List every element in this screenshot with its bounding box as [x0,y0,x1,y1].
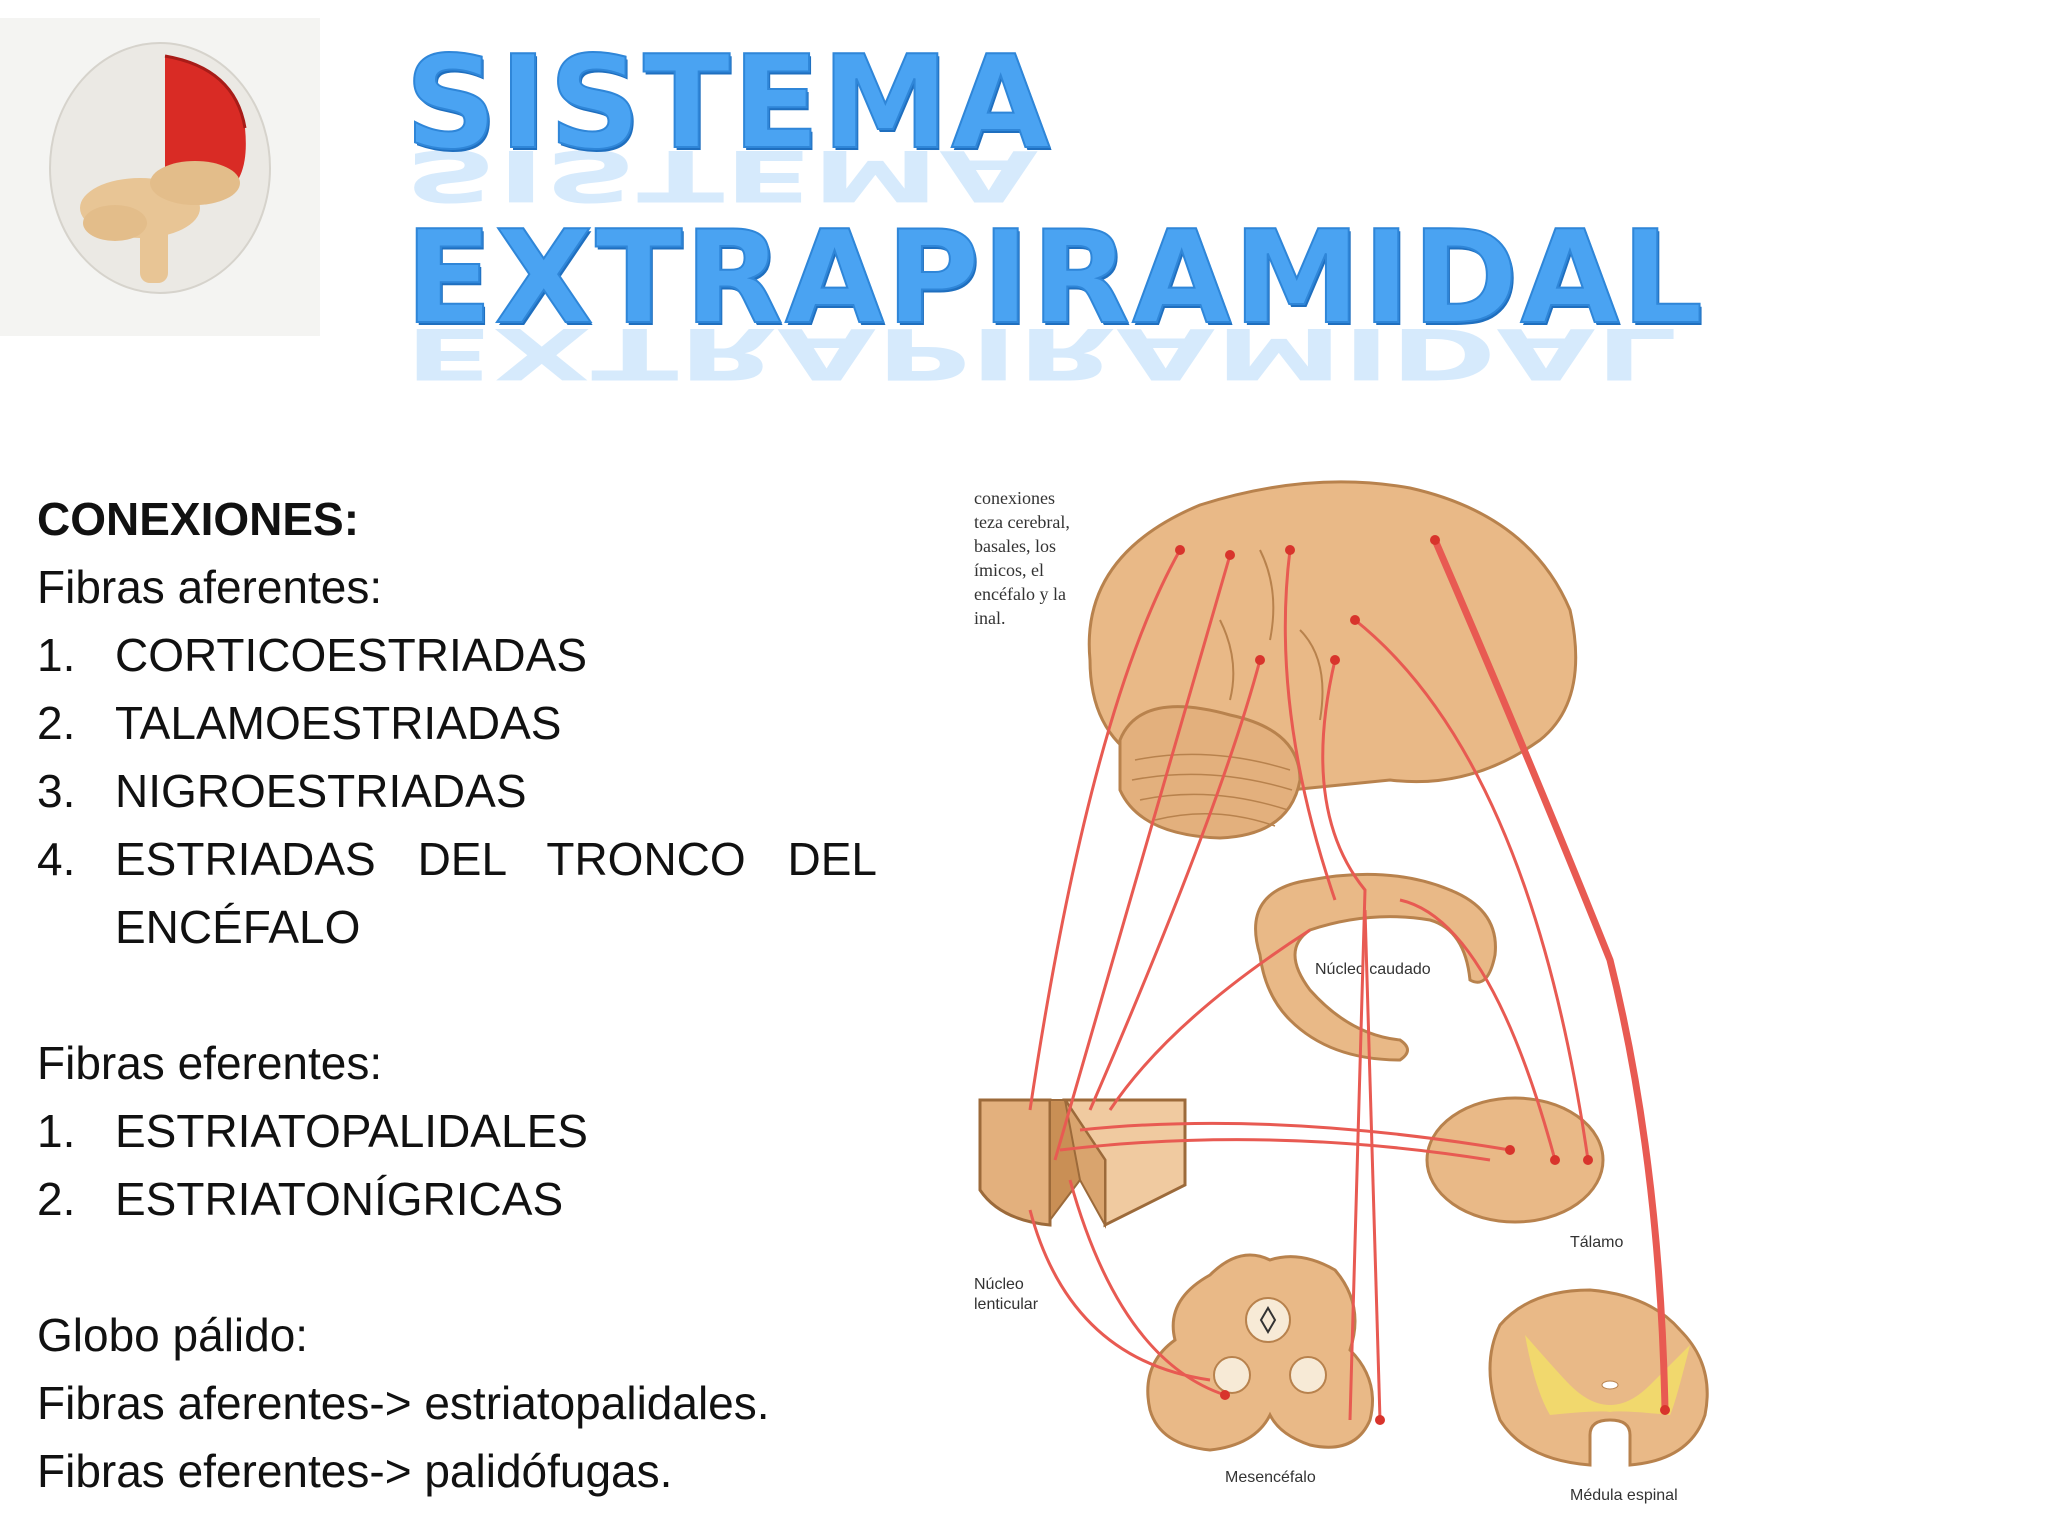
list-text: NIGROESTRIADAS [115,765,527,817]
list-item: 4. ESTRIADAS DEL TRONCO DEL [37,825,877,893]
caudate-label: Núcleo caudado [1315,961,1431,978]
caption-line: teza cerebral, [974,512,1070,532]
list-number: 2. [37,1173,76,1225]
list-number: 3. [37,765,76,817]
list-text: TALAMOESTRIADAS [115,697,562,749]
list-item: 3. NIGROESTRIADAS [37,757,877,825]
list-item: 1. ESTRIATOPALIDALES [37,1097,877,1165]
globus-afferent: Fibras aferentes-> estriatopalidales. [37,1377,770,1429]
caption-line: basales, los [974,536,1056,556]
list-item: 2. ESTRIATONÍGRICAS [37,1165,877,1233]
midbrain [1146,1253,1374,1452]
list-text: ENCÉFALO [115,901,361,953]
fiber-pathways [1028,538,1669,1421]
list-item-continuation: ENCÉFALO [37,893,877,961]
list-number: 4. [37,833,76,885]
list-text: ESTRIATONÍGRICAS [115,1173,564,1225]
caption-line: conexiones [974,488,1055,508]
spinal-cord [1488,1288,1709,1467]
title-line-1: SISTEMA [404,29,1053,178]
brain-illustration [0,18,320,336]
caption-line: ímicos, el [974,560,1044,580]
list-text: CORTICOESTRIADAS [115,629,587,681]
thalamus [1425,1096,1605,1224]
thalamus-label: Tálamo [1570,1234,1623,1251]
efferent-list: 1. ESTRIATOPALIDALES 2. ESTRIATONÍGRICAS [37,1097,877,1233]
lenticular-nucleus [978,1098,1052,1227]
connections-heading: CONEXIONES: [37,493,360,545]
connections-text: CONEXIONES: Fibras aferentes: 1. CORTICOE… [37,485,877,1505]
list-number: 1. [37,629,76,681]
globus-title: Globo pálido: [37,1309,309,1361]
cerebellum [1118,705,1302,840]
efferent-title: Fibras eferentes: [37,1037,383,1089]
list-item: 1. CORTICOESTRIADAS [37,621,877,689]
list-number: 1. [37,1105,76,1157]
list-item: 2. TALAMOESTRIADAS [37,689,877,757]
list-text: ESTRIADAS DEL TRONCO DEL [115,833,877,885]
list-text: ESTRIATOPALIDALES [115,1105,588,1157]
lenticular-label: lenticular [974,1296,1039,1313]
title-line-2: EXTRAPIRAMIDAL [404,204,1705,353]
extrapyramidal-diagram: conexiones teza cerebral, basales, los í… [970,460,1940,1510]
list-number: 2. [37,697,76,749]
afferent-list: 1. CORTICOESTRIADAS 2. TALAMOESTRIADAS 3. N… [37,621,877,961]
caption-line: inal. [974,608,1006,628]
globus-efferent: Fibras eferentes-> palidófugas. [37,1445,673,1497]
spinal-label: Médula espinal [1570,1487,1678,1504]
afferent-title: Fibras aferentes: [37,561,383,613]
title: SISTEMA EXTRAPIRAMIDAL SISTEMA EXTRAPIRA… [404,20,1704,400]
midbrain-label: Mesencéfalo [1225,1469,1316,1486]
caudate-nucleus [1254,872,1497,1062]
caption-line: encéfalo y la [974,584,1066,604]
lenticular-label: Núcleo [974,1276,1024,1293]
